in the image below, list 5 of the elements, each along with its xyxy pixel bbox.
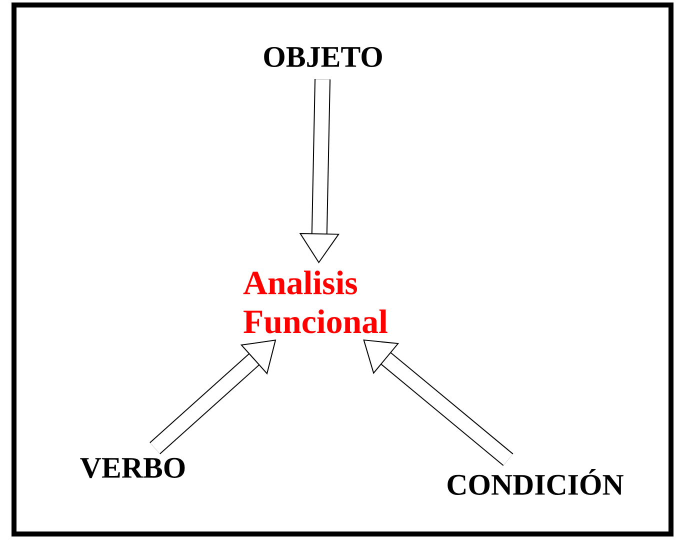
title-text: Analisis Funcional <box>243 270 388 334</box>
label-text: CONDICIÓN <box>448 469 624 495</box>
block-arrow <box>363 340 514 466</box>
label-text: VERBO <box>80 458 185 478</box>
label-text: OBJETO <box>264 46 382 68</box>
